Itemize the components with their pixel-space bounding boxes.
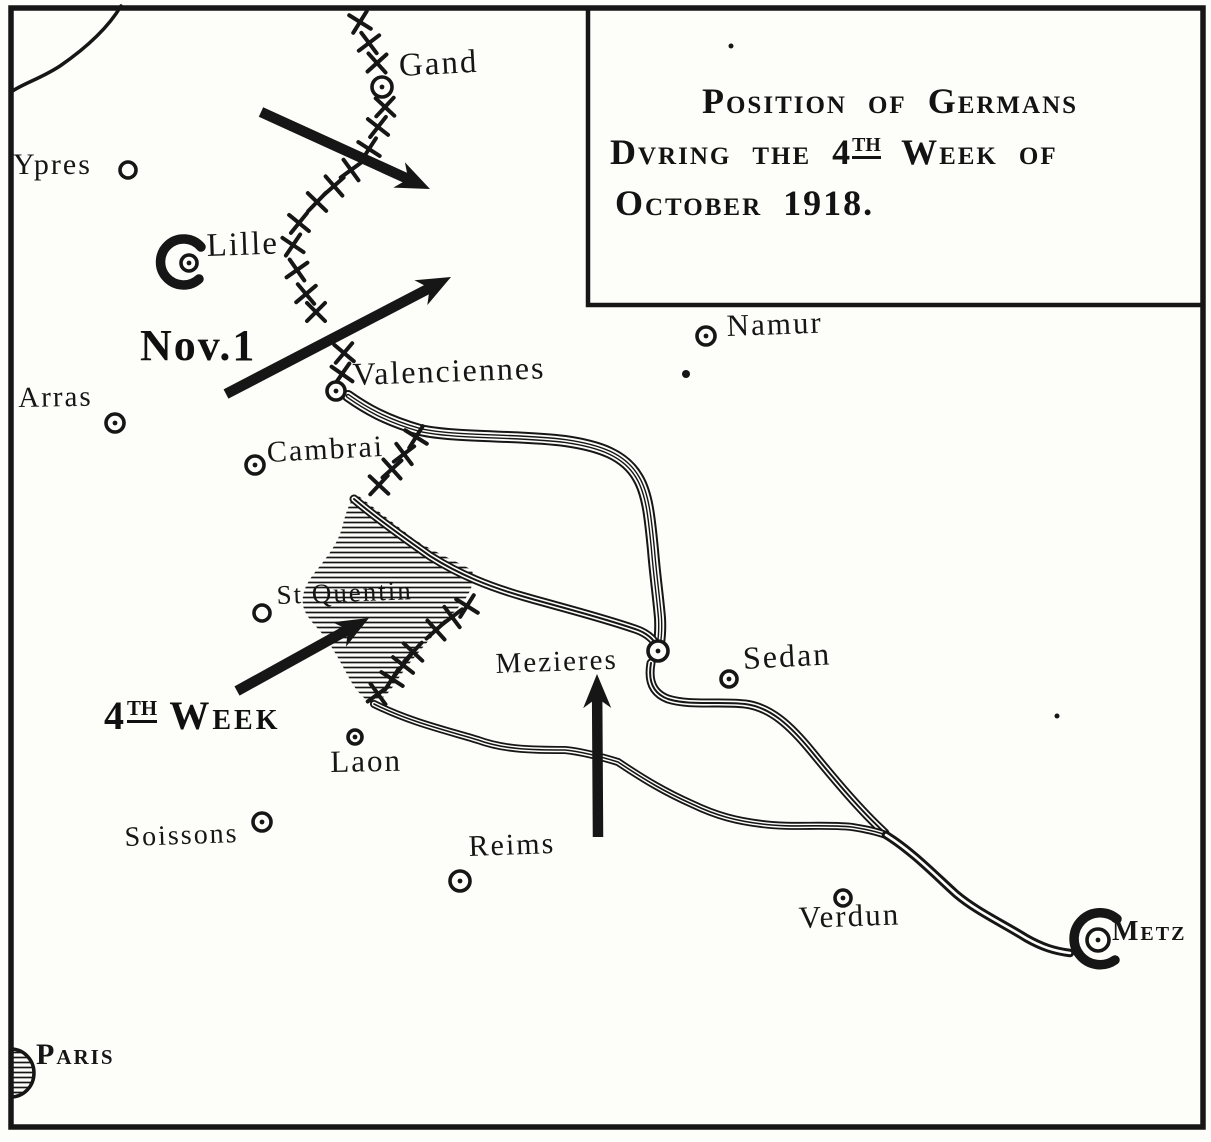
metz-fortress-ring [1069,908,1122,970]
city-marker-laon [346,728,364,746]
fourth-week-label: 4TH Week [104,693,281,738]
stray-dot [728,43,734,49]
city-marker-sedan [719,669,739,689]
city-label-cambrai: Cambrai [266,429,385,469]
attack-arrow-gand [258,107,430,189]
city-label-laon: Laon [330,742,403,779]
stray-dots [682,43,1060,719]
city-marker-ypres [118,160,138,180]
city-marker-verdun [833,888,853,908]
city-label-paris: Paris [36,1038,115,1071]
city-marker-reims [448,869,472,893]
city-label-ypres: Ypres [13,148,92,181]
city-marker-namur [695,325,717,347]
lille-fortress-ring [155,234,206,290]
city-label-arras: Arras [18,380,93,414]
attack-arrows [223,107,612,838]
city-marker-lille [179,253,199,273]
city-label-sedan: Sedan [742,635,832,676]
city-marker-arras [104,412,126,434]
city-label-st-quentin: St Quentin [276,575,414,610]
map-border [8,5,1206,1130]
stray-dot [682,370,690,378]
city-label-reims: Reims [468,826,556,863]
city-label-namur: Namur [726,304,824,343]
title-line-3: October 1918. [615,183,875,223]
german-pocket-hatched-area [302,494,474,704]
title-box-border [585,8,1203,308]
city-label-valenciennes: Valenciennes [352,349,546,392]
city-label-gand: Gand [398,43,480,84]
city-marker-mezieres [646,639,670,663]
city-marker-metz [1085,927,1111,953]
city-marker-valenciennes [325,380,347,402]
title-line-1: Position of Germans [702,81,1079,121]
city-label-mezieres: Mezieres [495,643,619,680]
attack-arrow-mezieres [583,674,612,838]
paris-marker [9,1047,36,1099]
city-marker-cambrai [244,454,266,476]
coastline [9,4,123,94]
city-marker-soissons [251,811,273,833]
stray-dot [1054,713,1060,719]
attack-arrow-nov1 [223,277,451,399]
front-line-cambrai [367,424,429,497]
city-label-metz: Metz [1112,916,1187,947]
city-markers [104,75,1111,953]
city-label-soissons: Soissons [124,818,240,853]
title-line-2: Dvring the 4TH Week of [610,132,1058,172]
front-line-st-quentin-pocket [365,593,480,707]
city-label-lille: Lille [206,225,280,264]
city-label-verdun: Verdun [798,896,901,935]
attack-arrow-st-quentin [234,618,369,696]
city-marker-st-quentin [252,603,272,623]
nov1-label: Nov.1 [140,321,257,370]
city-marker-gand [370,75,394,99]
